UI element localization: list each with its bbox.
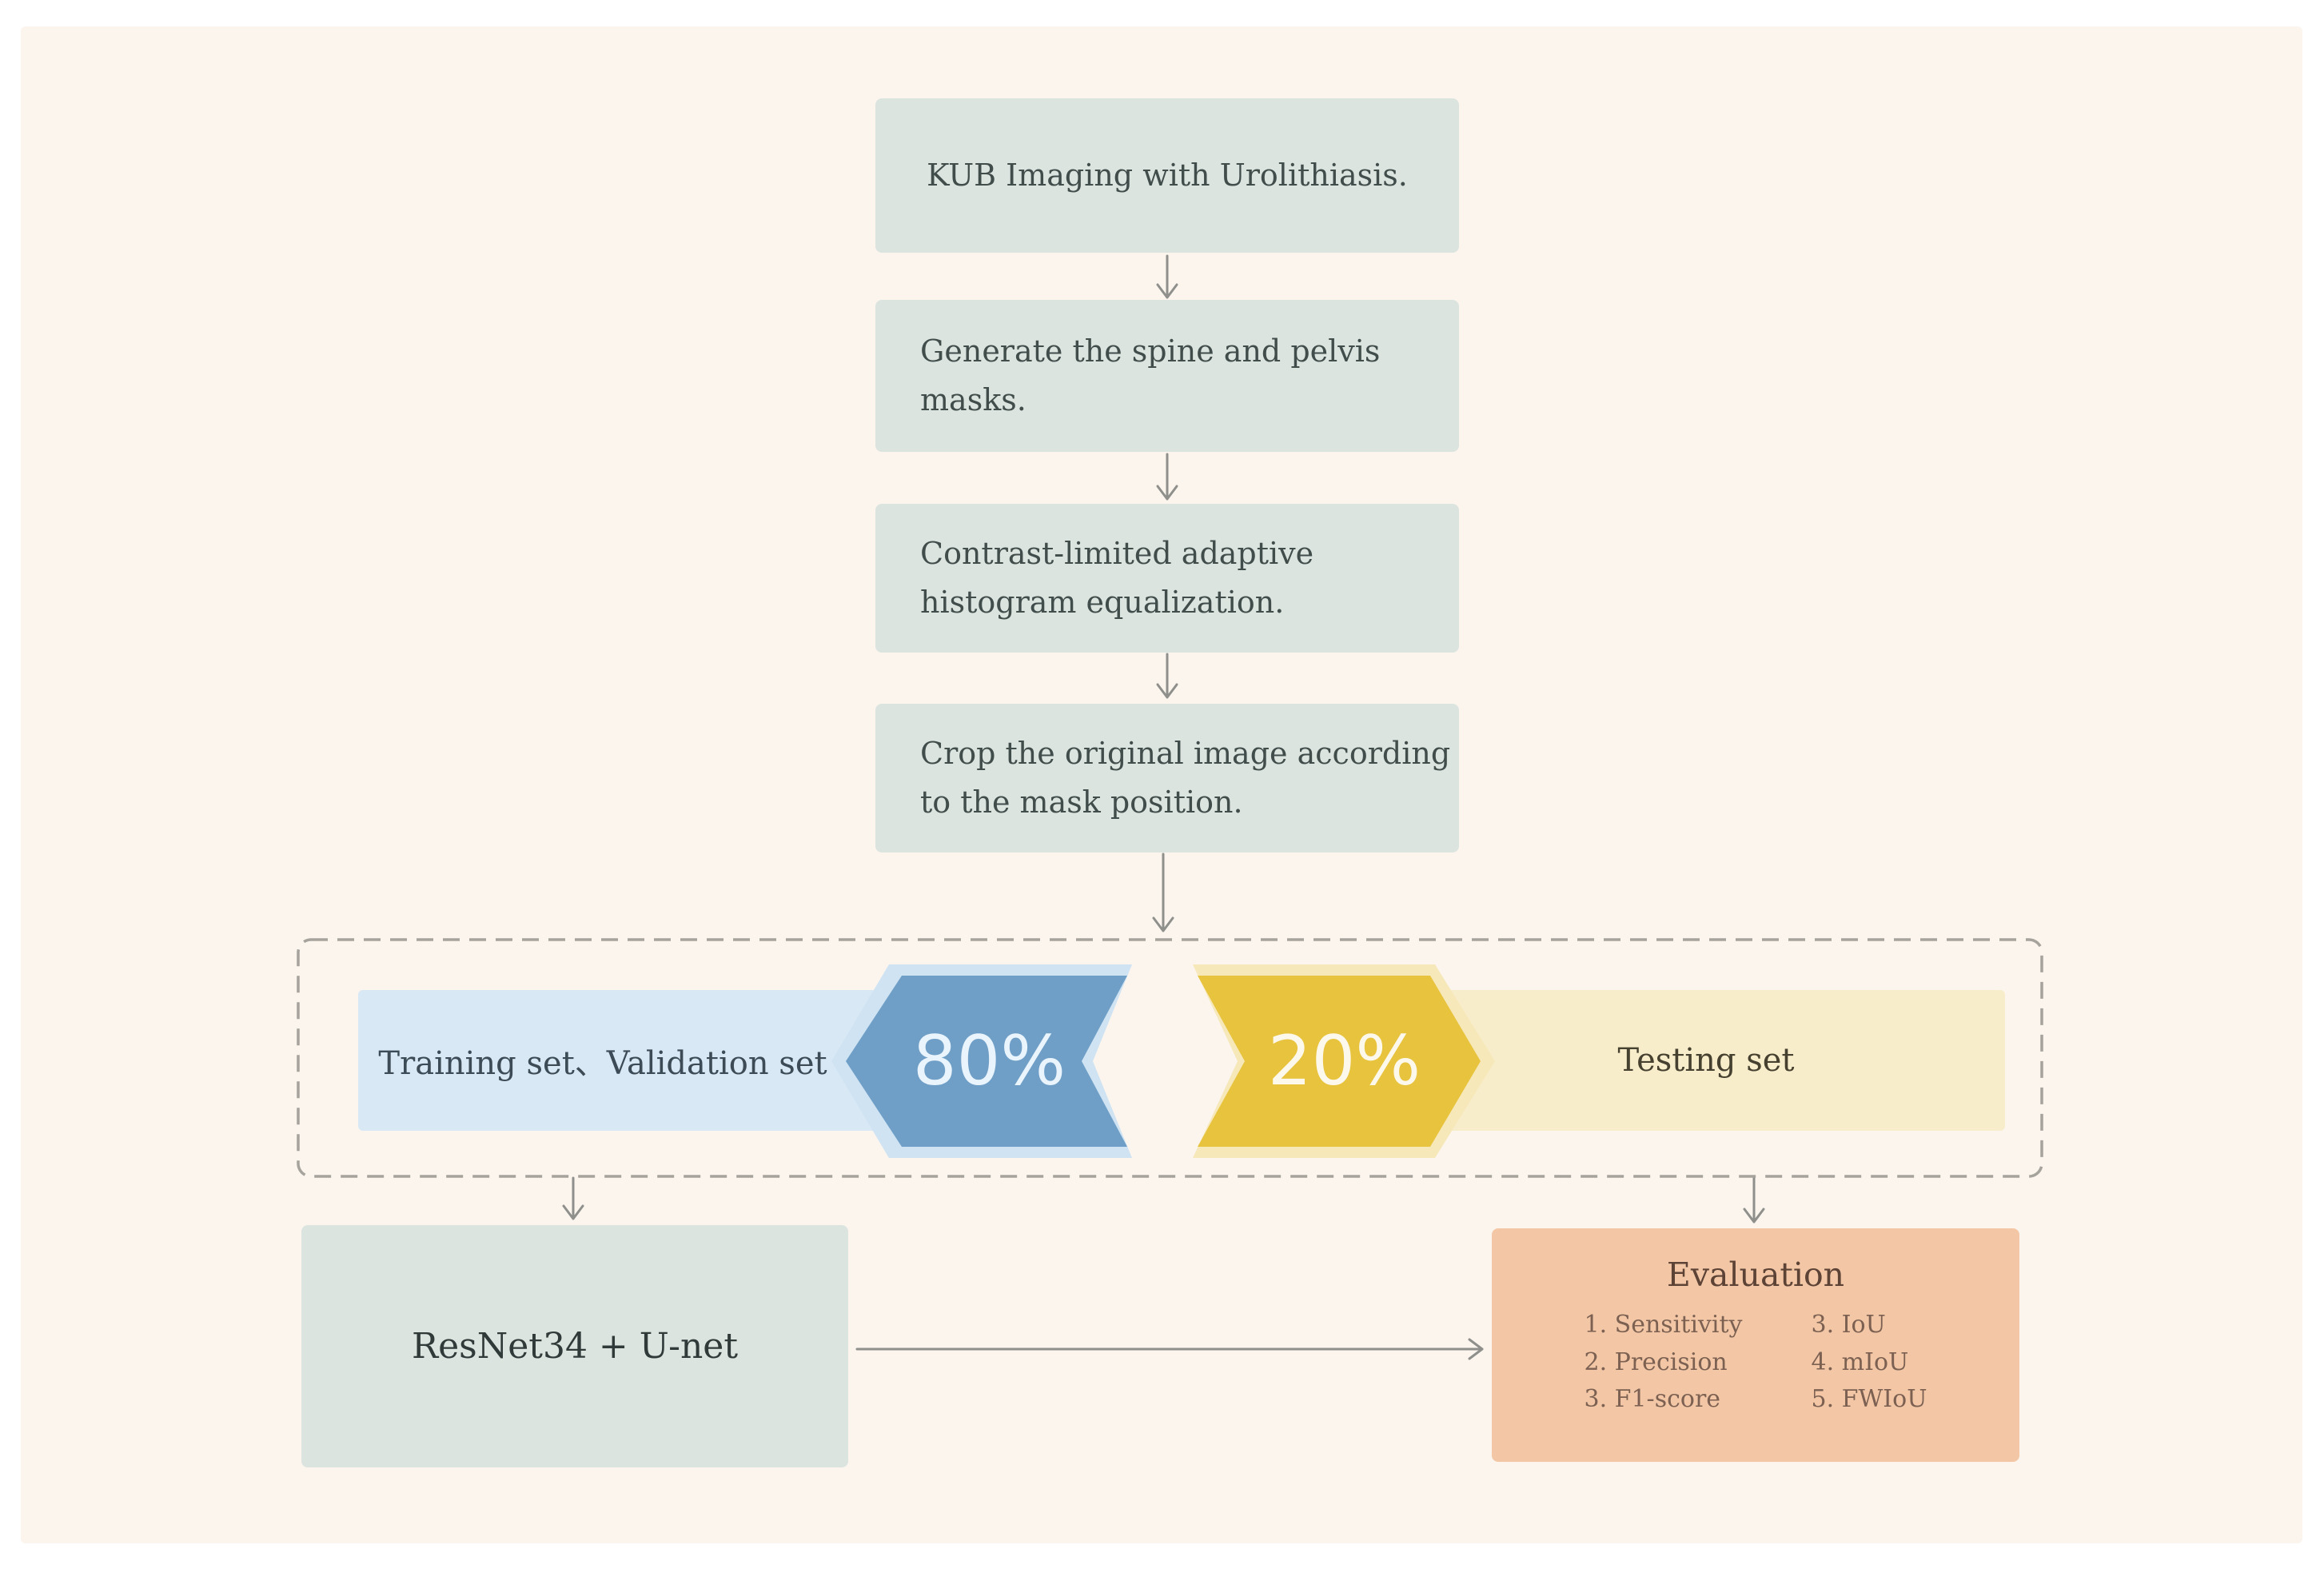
chevron-right-icon	[1193, 964, 1495, 1158]
training-set-label: Training set、Validation set	[378, 1045, 827, 1082]
flow-step-kub-imaging: KUB Imaging with Urolithiasis.	[875, 98, 1459, 253]
step-label: KUB Imaging with Urolithiasis.	[927, 158, 1408, 194]
training-set-bar: Training set、Validation set	[358, 990, 911, 1131]
training-split-chevron: 80%	[831, 964, 1147, 1158]
chevron-left-icon	[831, 964, 1132, 1158]
testing-set-label: Testing set	[1617, 1042, 1795, 1079]
model-label: ResNet34 + U-net	[411, 1326, 739, 1367]
metric-item: 4. mIoU	[1811, 1347, 1909, 1376]
evaluation-box: Evaluation 1. Sensitivity 2. Precision 3…	[1492, 1228, 2019, 1462]
step-label: Contrast-limited adaptive	[920, 536, 1314, 572]
testing-percent-label: 20%	[1267, 1021, 1421, 1101]
flow-step-clahe: Contrast-limited adaptive histogram equa…	[875, 504, 1459, 653]
step-label: Crop the original image according	[920, 736, 1451, 772]
flow-step-generate-masks: Generate the spine and pelvis masks.	[875, 300, 1459, 452]
metric-item: 5. FWIoU	[1811, 1385, 1927, 1413]
flow-step-crop-image: Crop the original image according to the…	[875, 704, 1459, 852]
testing-set-bar: Testing set	[1431, 990, 2005, 1131]
step-label: histogram equalization.	[920, 585, 1285, 620]
testing-split-chevron: 20%	[1186, 964, 1502, 1158]
step-label: Generate the spine and pelvis	[920, 333, 1381, 369]
model-box: ResNet34 + U-net	[301, 1225, 848, 1467]
metric-item: 1. Sensitivity	[1584, 1311, 1743, 1339]
training-percent-label: 80%	[912, 1021, 1066, 1101]
metric-item: 2. Precision	[1584, 1347, 1728, 1376]
step-label: masks.	[920, 382, 1026, 417]
evaluation-metrics-left: 1. Sensitivity 2. Precision 3. F1-score	[1585, 1307, 1743, 1419]
evaluation-metrics-right: 3. IoU 4. mIoU 5. FWIoU	[1811, 1307, 1927, 1419]
metric-item: 3. IoU	[1811, 1311, 1886, 1339]
metric-item: 3. F1-score	[1584, 1385, 1721, 1413]
evaluation-metrics: 1. Sensitivity 2. Precision 3. F1-score …	[1492, 1307, 2019, 1419]
evaluation-title: Evaluation	[1666, 1256, 1845, 1294]
step-label: to the mask position.	[920, 785, 1243, 820]
